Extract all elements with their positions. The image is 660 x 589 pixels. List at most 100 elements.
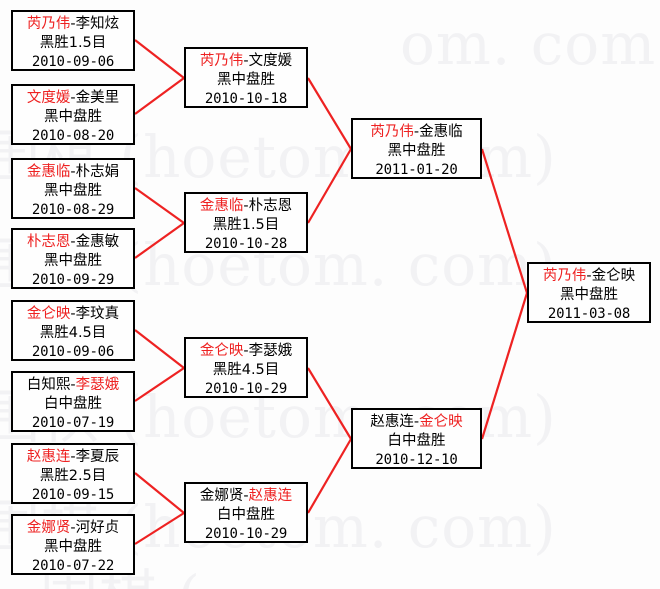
match-players: 文度媛-金美里: [13, 89, 133, 108]
bracket-connector: [480, 148, 529, 294]
player-separator: -: [586, 268, 592, 284]
player-left-name: 文度媛: [26, 90, 71, 106]
player-left-name: 芮乃伟: [199, 53, 244, 69]
player-left-name: 金仑映: [199, 343, 244, 359]
player-right-name: 金仑映: [591, 268, 636, 284]
match-players: 朴志恩-金惠敏: [13, 233, 133, 252]
match-players: 金娜贤-赵惠连: [186, 487, 306, 506]
bracket-connector: [307, 367, 352, 440]
player-separator: -: [70, 520, 76, 536]
match-result: 黑中盘胜: [560, 286, 618, 303]
player-left-name: 赵惠连: [370, 414, 414, 430]
match-result: 黑中盘胜: [44, 182, 102, 199]
match-players: 芮乃伟-金仑映: [529, 267, 649, 286]
match-date: 2010-10-29: [204, 380, 288, 397]
match-players: 金惠临-朴志恩: [186, 197, 306, 216]
match-box-r1m1[interactable]: 芮乃伟-李知炫黑胜1.5目 2010-09-06: [11, 10, 135, 71]
match-players: 芮乃伟-金惠临: [353, 123, 480, 142]
player-left-name: 金惠临: [199, 198, 244, 214]
match-date: 2010-07-19: [31, 414, 115, 431]
bracket-connector: [134, 222, 185, 259]
match-players: 金仑映-李玟真: [13, 305, 133, 324]
player-separator: -: [243, 488, 249, 504]
player-right-name: 赵惠连: [248, 488, 293, 504]
player-separator: -: [243, 343, 249, 359]
player-separator: -: [70, 164, 76, 180]
player-left-name: 金娜贤: [199, 488, 244, 504]
match-result: 黑胜2.5目: [39, 467, 107, 484]
player-separator: -: [413, 414, 420, 430]
player-right-name: 河好贞: [75, 520, 120, 536]
player-right-name: 李知炫: [75, 16, 120, 32]
match-date: 2010-08-29: [31, 201, 115, 218]
bracket-connector: [134, 39, 185, 79]
bracket-connector: [480, 292, 529, 440]
match-date: 2011-03-08: [547, 305, 631, 322]
player-separator: -: [70, 449, 76, 465]
match-result: 黑中盘胜: [387, 142, 446, 159]
watermark-text: om. com): [400, 10, 660, 78]
player-left-name: 芮乃伟: [370, 124, 414, 140]
player-left-name: 芮乃伟: [542, 268, 587, 284]
player-separator: -: [70, 90, 76, 106]
player-separator: -: [243, 53, 249, 69]
player-left-name: 芮乃伟: [26, 16, 71, 32]
player-separator: -: [70, 306, 76, 322]
player-left-name: 白知熙: [26, 377, 71, 393]
player-separator: -: [70, 377, 76, 393]
player-separator: -: [243, 198, 249, 214]
player-left-name: 朴志恩: [26, 234, 71, 250]
match-players: 芮乃伟-文度媛: [186, 52, 306, 71]
player-separator: -: [70, 234, 76, 250]
match-players: 白知熙-李瑟娥: [13, 376, 133, 395]
player-separator: -: [70, 16, 76, 32]
player-left-name: 赵惠连: [26, 449, 71, 465]
player-right-name: 金惠临: [419, 124, 463, 140]
player-right-name: 李瑟娥: [248, 343, 293, 359]
bracket-connector: [134, 77, 185, 115]
bracket-connector: [134, 187, 185, 224]
bracket-connector: [134, 472, 185, 514]
match-date: 2010-07-22: [31, 557, 115, 574]
player-right-name: 李瑟娥: [75, 377, 120, 393]
match-date: 2010-10-18: [204, 90, 288, 107]
match-date: 2010-10-29: [204, 525, 288, 542]
match-players: 金惠临-朴志娟: [13, 163, 133, 182]
bracket-connector: [134, 329, 185, 369]
match-players: 金娜贤-河好贞: [13, 519, 133, 538]
match-result: 黑胜4.5目: [39, 324, 107, 341]
bracket-connector: [307, 438, 352, 514]
match-players: 金仑映-李瑟娥: [186, 342, 306, 361]
match-result: 白中盘胜: [44, 395, 102, 412]
player-right-name: 文度媛: [248, 53, 293, 69]
player-left-name: 金惠临: [26, 164, 71, 180]
player-right-name: 朴志娟: [75, 164, 120, 180]
match-result: 黑中盘胜: [44, 252, 102, 269]
match-date: 2010-09-06: [31, 53, 115, 70]
match-date: 2010-12-10: [375, 451, 458, 468]
player-right-name: 李夏辰: [75, 449, 120, 465]
bracket-connector: [307, 148, 352, 224]
bracket-connector: [307, 77, 352, 150]
match-date: 2010-10-28: [204, 235, 288, 252]
player-right-name: 金仑映: [419, 414, 463, 430]
match-result: 白中盘胜: [217, 506, 275, 523]
match-result: 黑胜1.5目: [39, 34, 107, 51]
match-result: 黑胜4.5目: [212, 361, 280, 378]
match-players: 赵惠连-李夏辰: [13, 448, 133, 467]
player-left-name: 金仑映: [26, 306, 71, 322]
